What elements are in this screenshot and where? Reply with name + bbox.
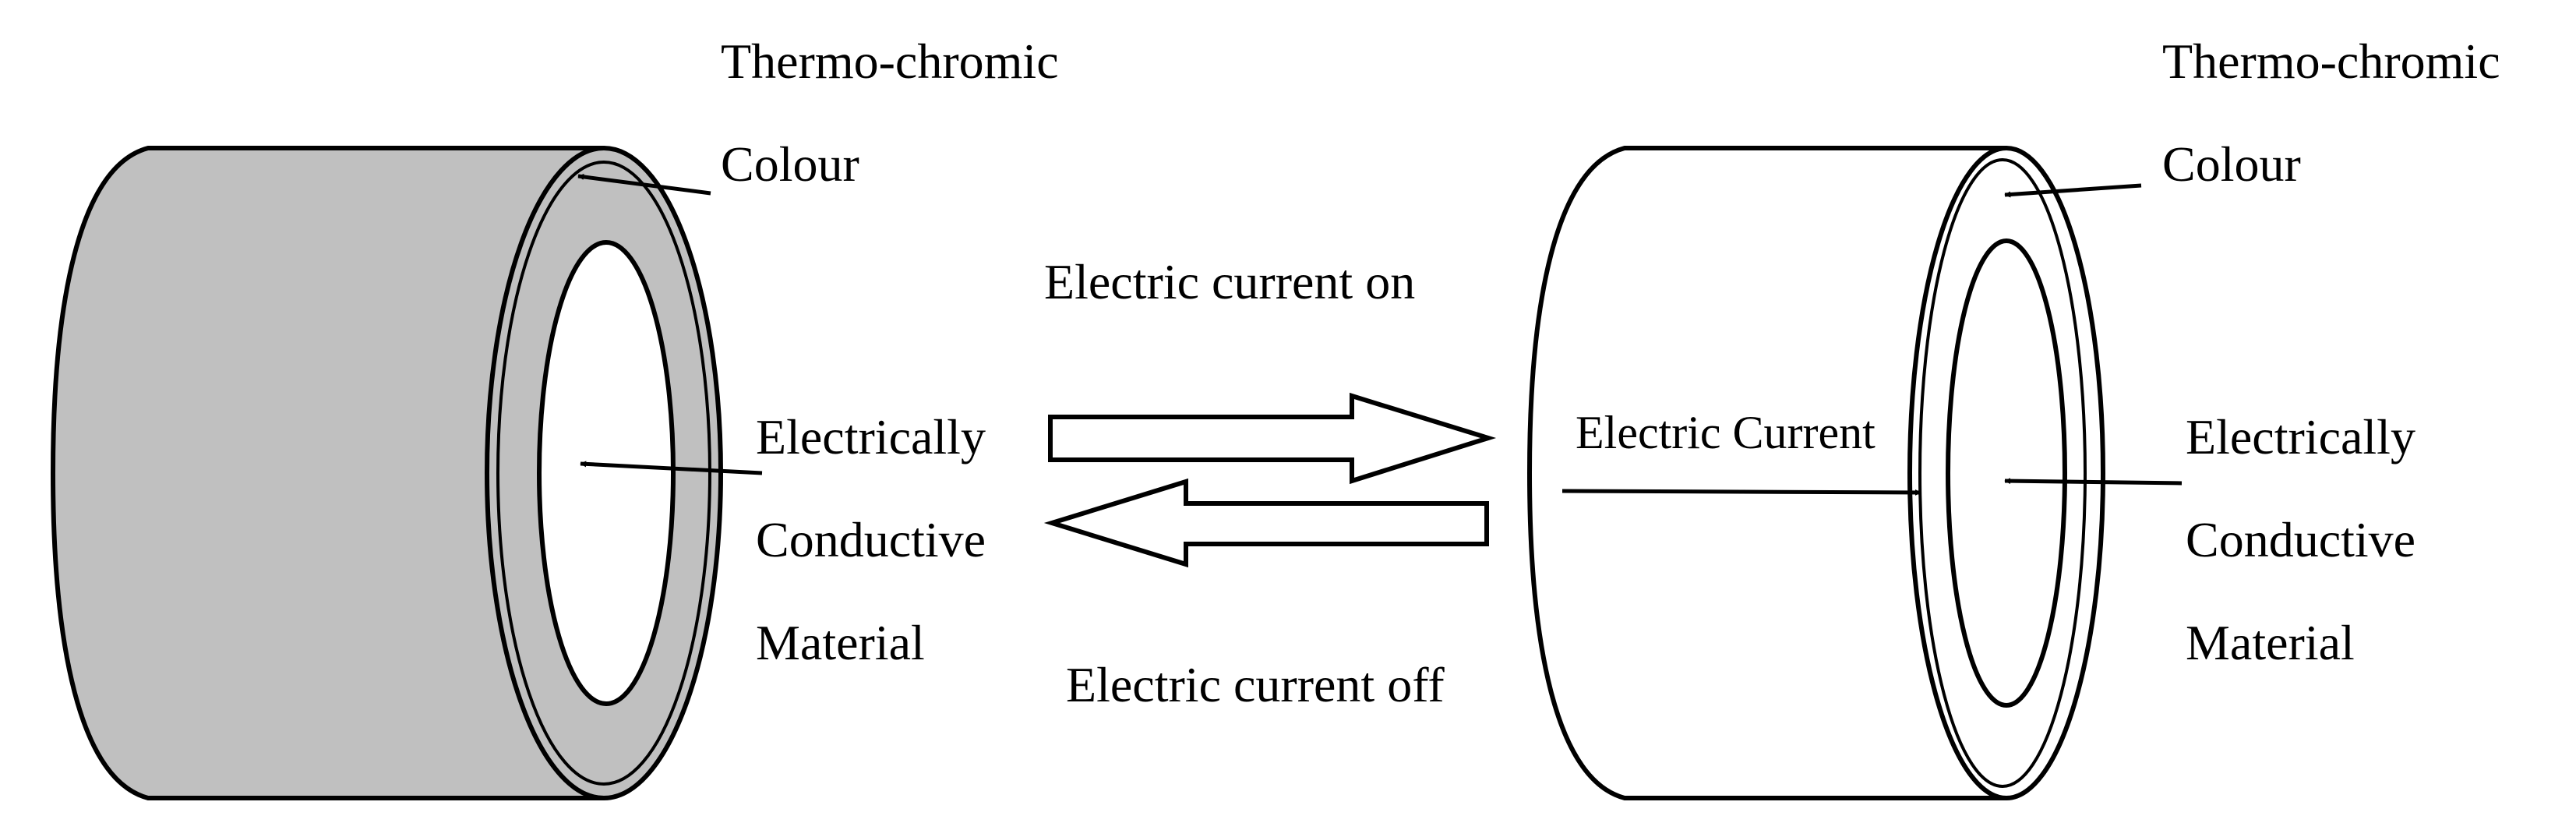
- left-cylinder: [51, 146, 723, 800]
- current-on-label: Electric current on: [1044, 254, 1415, 309]
- left-thermochromic-label: Thermo-chromic: [721, 34, 1059, 89]
- electric-current-label: Electric Current: [1576, 407, 1876, 458]
- right-cylinder: [1527, 146, 2105, 800]
- electric-current-arrow: [1561, 489, 1921, 496]
- right-conductive-label: Conductive: [2186, 512, 2415, 567]
- left-cylinder-body: [51, 146, 606, 800]
- right-colour-pointer-arrow: [2004, 183, 2142, 198]
- right-cylinder-inner-rim: [1918, 158, 2087, 788]
- current-on-arrow: [1048, 392, 1497, 485]
- left-conductive-label: Conductive: [756, 512, 986, 567]
- left-conductive-pointer-arrow: [580, 461, 763, 475]
- right-thermochromic-label: Thermo-chromic: [2162, 34, 2500, 89]
- right-cylinder-body: [1527, 146, 2009, 800]
- left-colour-pointer-arrow: [577, 173, 711, 196]
- right-material-label: Material: [2186, 615, 2355, 670]
- left-material-label: Material: [756, 615, 925, 670]
- left-cylinder-core: [537, 240, 676, 706]
- right-colour-label: Colour: [2162, 136, 2301, 192]
- left-colour-label: Colour: [721, 136, 859, 192]
- current-off-label: Electric current off: [1066, 657, 1445, 712]
- right-electrically-label: Electrically: [2186, 409, 2415, 464]
- current-off-arrow: [1043, 478, 1489, 568]
- left-cylinder-inner-rim: [496, 161, 711, 786]
- right-conductive-pointer-arrow: [2004, 478, 2183, 486]
- left-electrically-label: Electrically: [756, 409, 986, 464]
- right-cylinder-core: [1946, 238, 2067, 708]
